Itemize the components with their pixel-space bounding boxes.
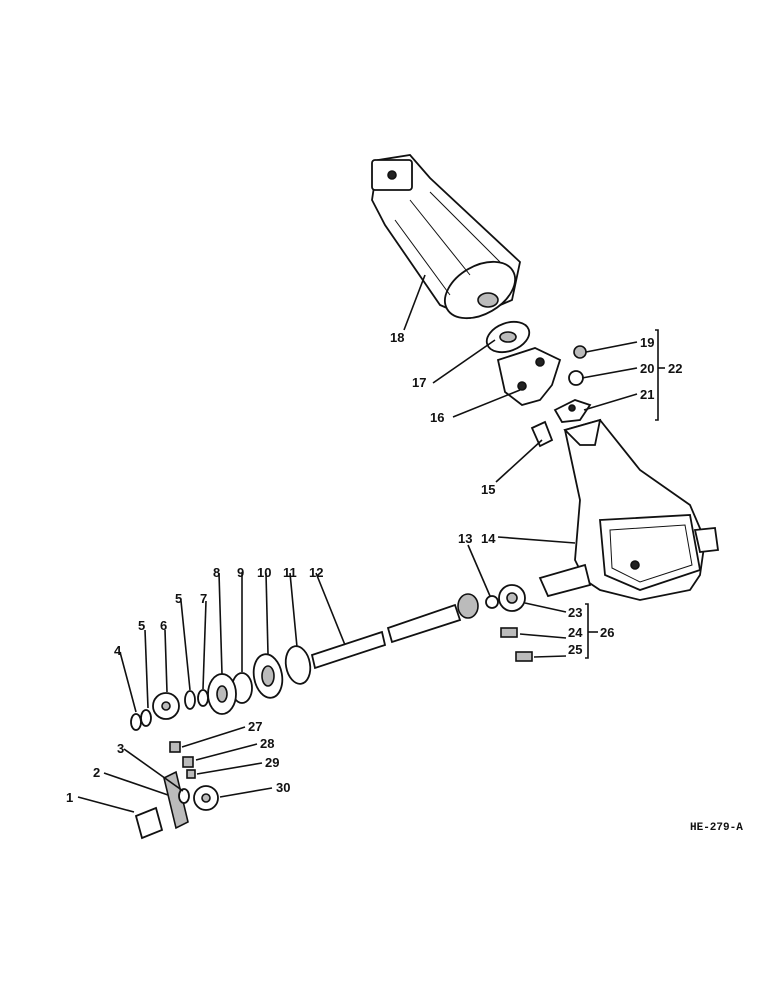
callout-30: 30 (276, 780, 290, 795)
callout-8: 8 (213, 565, 220, 580)
sprocket-part-23 (485, 584, 526, 612)
callout-22: 22 (668, 361, 682, 376)
callout-25: 25 (568, 642, 582, 657)
coupler-part-17 (485, 320, 531, 354)
callout-7: 7 (200, 591, 207, 606)
callout-14: 14 (481, 531, 496, 546)
callout-3: 3 (117, 741, 124, 756)
callout-26: 26 (600, 625, 614, 640)
callout-12: 12 (309, 565, 323, 580)
housing-part-14 (538, 418, 720, 601)
callout-2: 2 (93, 765, 100, 780)
drawing-code: HE-279-A (690, 822, 743, 834)
callout-10: 10 (257, 565, 271, 580)
callout-18: 18 (390, 330, 404, 345)
callout-24: 24 (568, 625, 583, 640)
callout-29: 29 (265, 755, 279, 770)
callout-28: 28 (260, 736, 274, 751)
callout-27: 27 (248, 719, 262, 734)
callout-13: 13 (458, 531, 472, 546)
callout-21: 21 (640, 387, 654, 402)
callout-5: 5 (138, 618, 145, 633)
callout-15: 15 (481, 482, 495, 497)
callout-20: 20 (640, 361, 654, 376)
chain-parts-24-25 (500, 627, 533, 662)
shaft-part-12 (310, 593, 479, 670)
callout-19: 19 (640, 335, 654, 350)
links-parts-27-30 (169, 741, 219, 811)
yoke-part-16 (496, 347, 562, 406)
callout-labels: 1 2 3 4 5 6 5 7 8 9 10 11 12 13 14 15 16… (66, 330, 682, 805)
shaft-stack-parts-4-11 (130, 645, 312, 731)
callout-23: 23 (568, 605, 582, 620)
callout-9: 9 (237, 565, 244, 580)
motor-part-18 (371, 154, 521, 320)
callout-1: 1 (66, 790, 73, 805)
callout-4: 4 (114, 643, 122, 658)
ujoint-parts-19-21 (553, 345, 592, 423)
callout-6: 6 (160, 618, 167, 633)
leader-lines (77, 274, 665, 813)
callout-17: 17 (412, 375, 426, 390)
yoke-lock-part-15 (530, 420, 554, 448)
callout-11: 11 (283, 565, 297, 580)
callout-5b: 5 (175, 591, 182, 606)
cover-parts-1-3 (134, 770, 190, 840)
callout-16: 16 (430, 410, 444, 425)
